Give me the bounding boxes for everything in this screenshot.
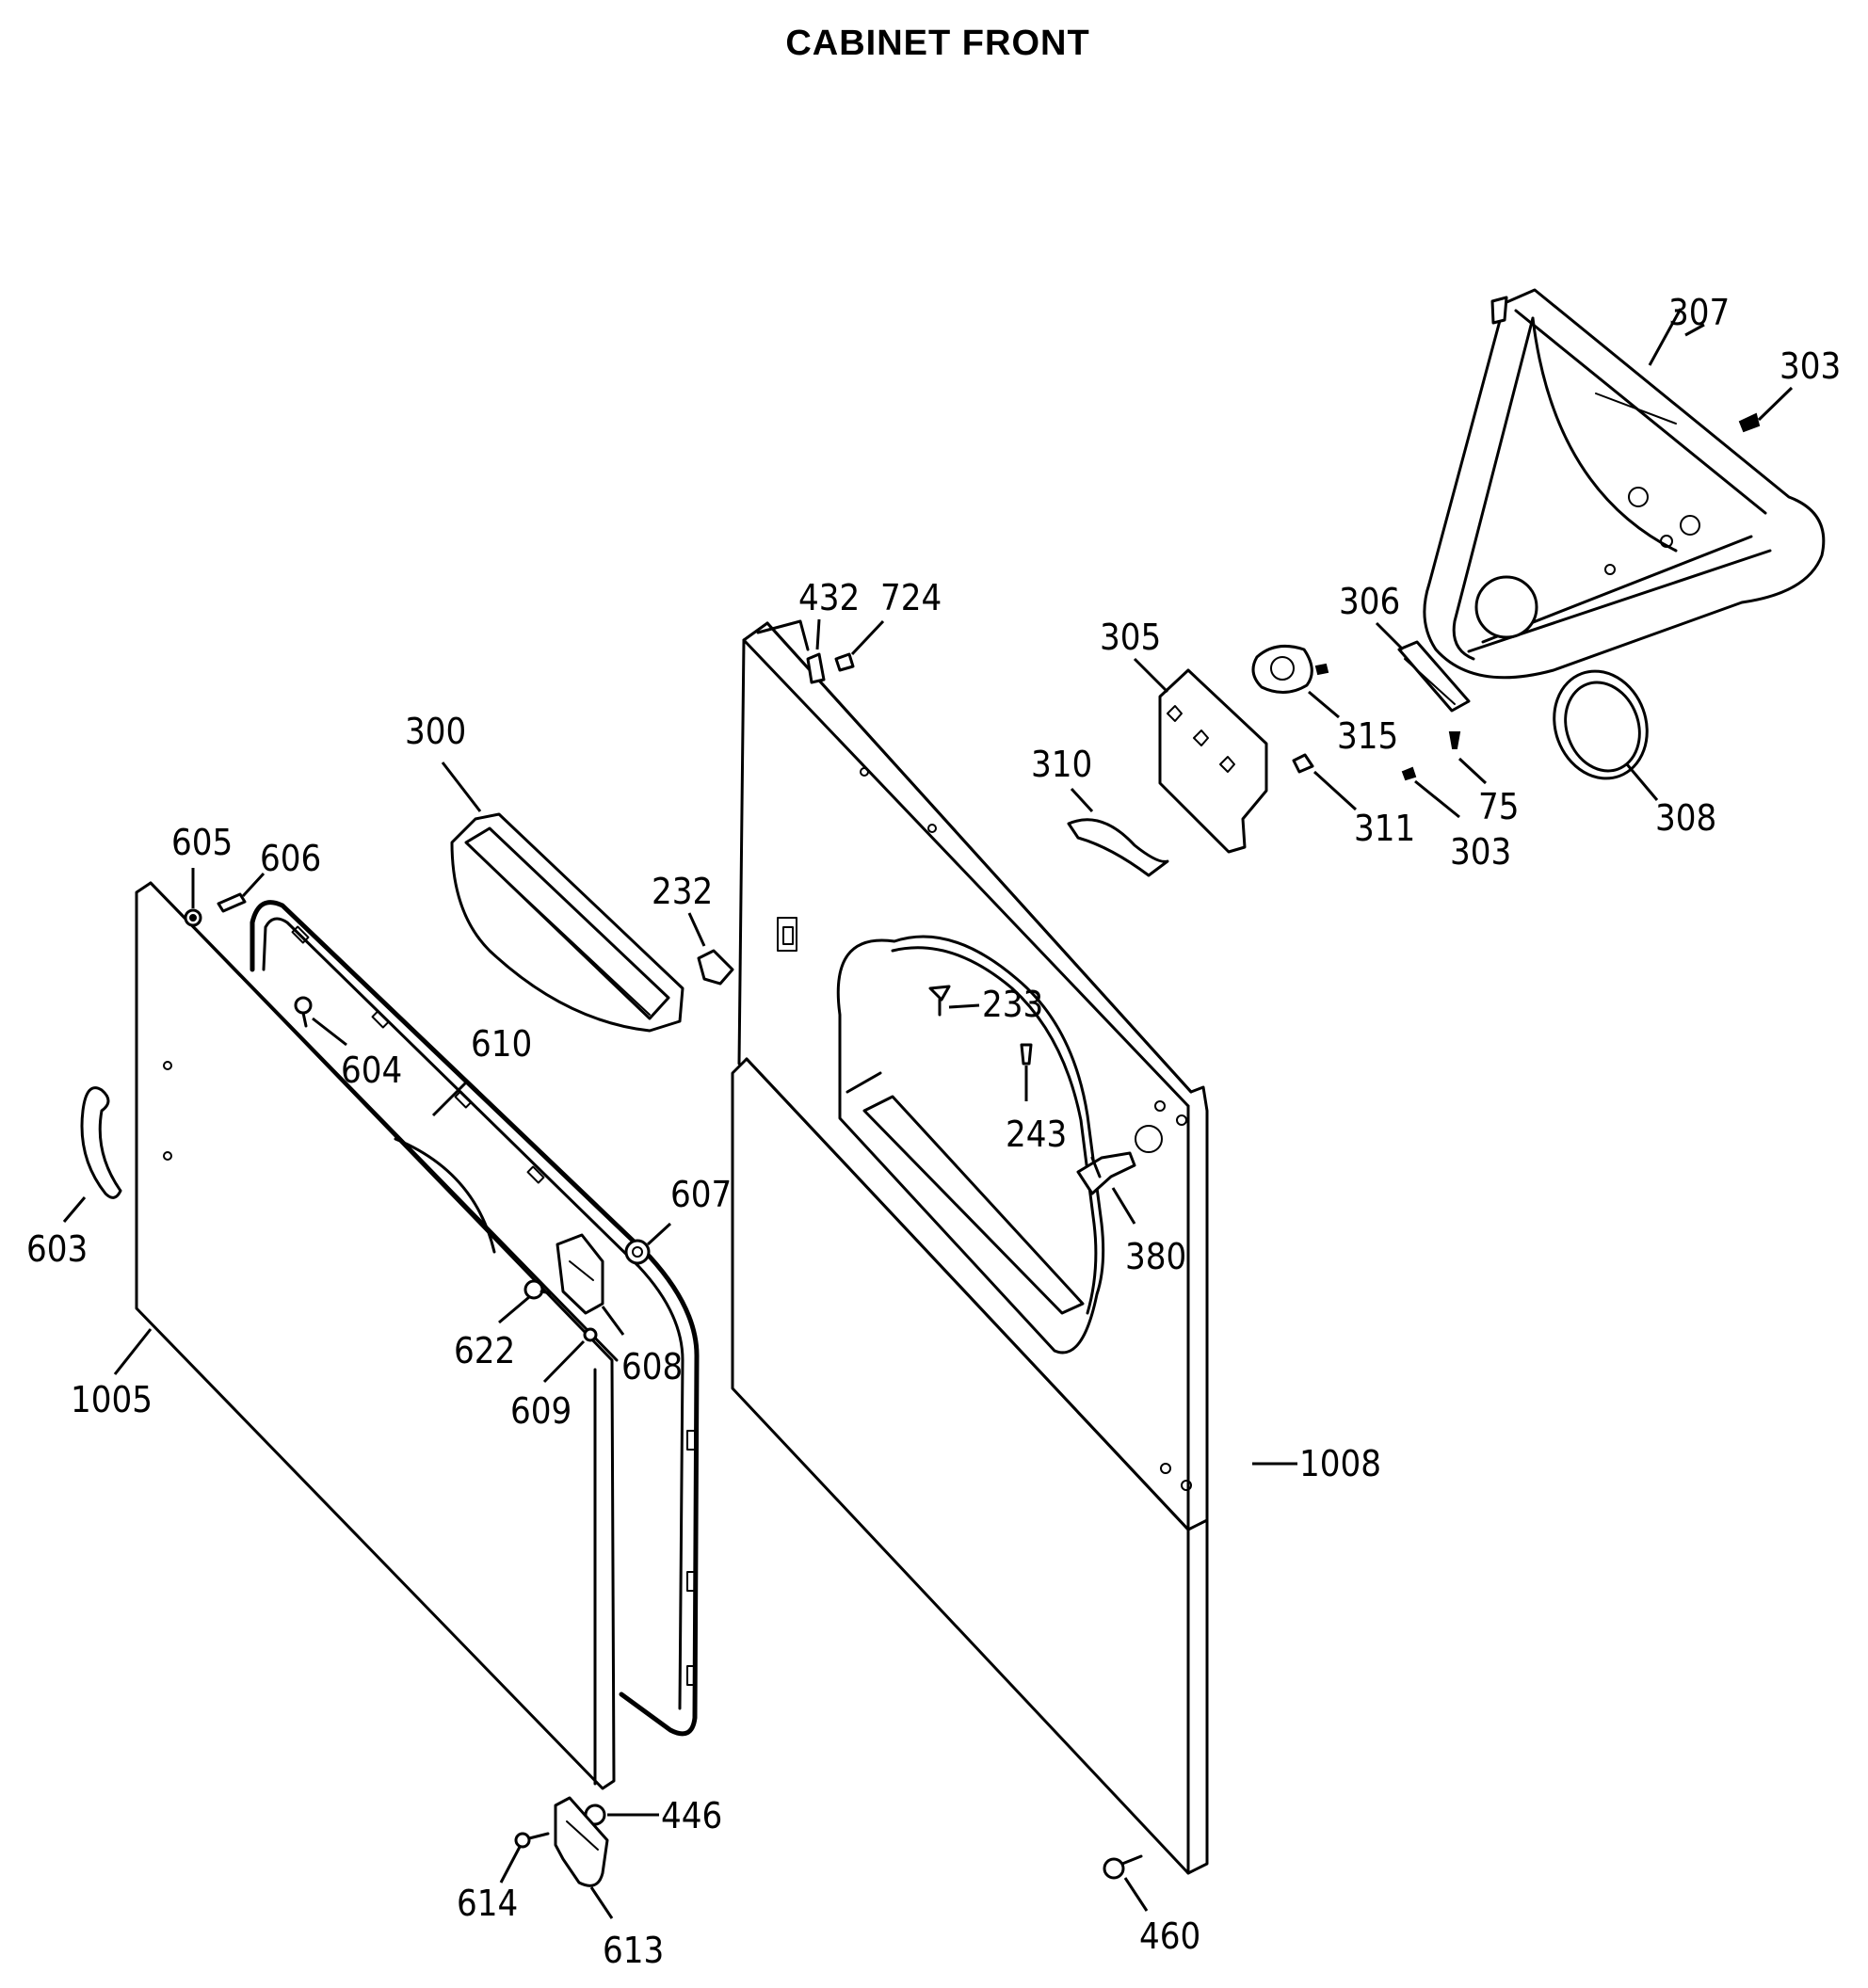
callout-606: 606 bbox=[260, 838, 321, 879]
callout-308: 308 bbox=[1655, 797, 1716, 839]
callout-724: 724 bbox=[880, 577, 942, 618]
callout-315: 315 bbox=[1337, 715, 1398, 757]
part-303-screw-lower bbox=[1401, 766, 1417, 781]
part-604-screw bbox=[294, 996, 313, 1028]
part-315-thermostat bbox=[1251, 644, 1329, 694]
part-310-strip bbox=[1067, 818, 1169, 877]
part-460-screw bbox=[1103, 1854, 1143, 1880]
part-306-bracket bbox=[1397, 640, 1471, 713]
callout-1008: 1008 bbox=[1299, 1443, 1381, 1484]
callout-303-top: 303 bbox=[1779, 345, 1841, 387]
part-608-hinge bbox=[556, 1233, 604, 1315]
callout-605: 605 bbox=[171, 822, 233, 863]
diagram-title: CABINET FRONT bbox=[785, 24, 1089, 63]
part-233-screw bbox=[928, 985, 951, 1017]
callout-233: 233 bbox=[982, 984, 1043, 1025]
callout-306: 306 bbox=[1339, 581, 1400, 622]
callout-603: 603 bbox=[26, 1228, 88, 1270]
callout-607: 607 bbox=[670, 1174, 732, 1215]
callout-305: 305 bbox=[1100, 617, 1161, 658]
callout-460: 460 bbox=[1139, 1916, 1200, 1957]
part-232-clip bbox=[697, 949, 734, 986]
callout-604: 604 bbox=[341, 1050, 402, 1091]
callout-622: 622 bbox=[454, 1330, 515, 1371]
part-605-washer bbox=[184, 908, 202, 927]
part-311-clip bbox=[1292, 753, 1314, 774]
part-603-door-handle bbox=[80, 1086, 122, 1199]
callout-232: 232 bbox=[652, 871, 713, 912]
part-614-screw bbox=[514, 1832, 550, 1849]
part-300-lint-filter bbox=[450, 812, 684, 1033]
callout-311: 311 bbox=[1354, 808, 1415, 849]
part-243-pin bbox=[1020, 1043, 1033, 1066]
part-1008-cabinet-front bbox=[731, 619, 1209, 1875]
callout-243: 243 bbox=[1006, 1114, 1067, 1155]
callout-300: 300 bbox=[405, 711, 466, 752]
callout-614: 614 bbox=[457, 1883, 518, 1924]
part-609-washer bbox=[583, 1327, 598, 1342]
part-432-latch bbox=[806, 652, 826, 684]
callout-432: 432 bbox=[798, 577, 860, 618]
callout-609: 609 bbox=[510, 1390, 572, 1432]
callout-446: 446 bbox=[661, 1795, 722, 1836]
part-307-drum-front-shell bbox=[1423, 288, 1826, 680]
part-308-drum-ring bbox=[1553, 669, 1649, 780]
part-606-screw bbox=[217, 892, 247, 913]
callout-610: 610 bbox=[471, 1023, 532, 1065]
callout-307: 307 bbox=[1668, 292, 1730, 333]
part-75-screw bbox=[1448, 731, 1461, 749]
callout-608: 608 bbox=[621, 1346, 683, 1387]
callout-613: 613 bbox=[603, 1930, 664, 1971]
part-380-door-switch bbox=[1076, 1151, 1136, 1195]
callout-310: 310 bbox=[1031, 744, 1092, 785]
part-613-lower-hinge bbox=[554, 1796, 609, 1887]
part-622-pin bbox=[523, 1279, 553, 1300]
part-610-door-seal bbox=[250, 900, 700, 1737]
callout-75: 75 bbox=[1478, 786, 1520, 827]
part-724-screw bbox=[834, 652, 855, 672]
part-607-grommet bbox=[624, 1239, 651, 1265]
part-303-screw-top bbox=[1738, 412, 1761, 433]
callout-380: 380 bbox=[1125, 1236, 1186, 1277]
callout-303-lower: 303 bbox=[1450, 831, 1511, 873]
part-305-cover-plate bbox=[1158, 668, 1268, 854]
callout-1005: 1005 bbox=[71, 1379, 153, 1420]
part-1005-door-panel bbox=[135, 881, 619, 1790]
